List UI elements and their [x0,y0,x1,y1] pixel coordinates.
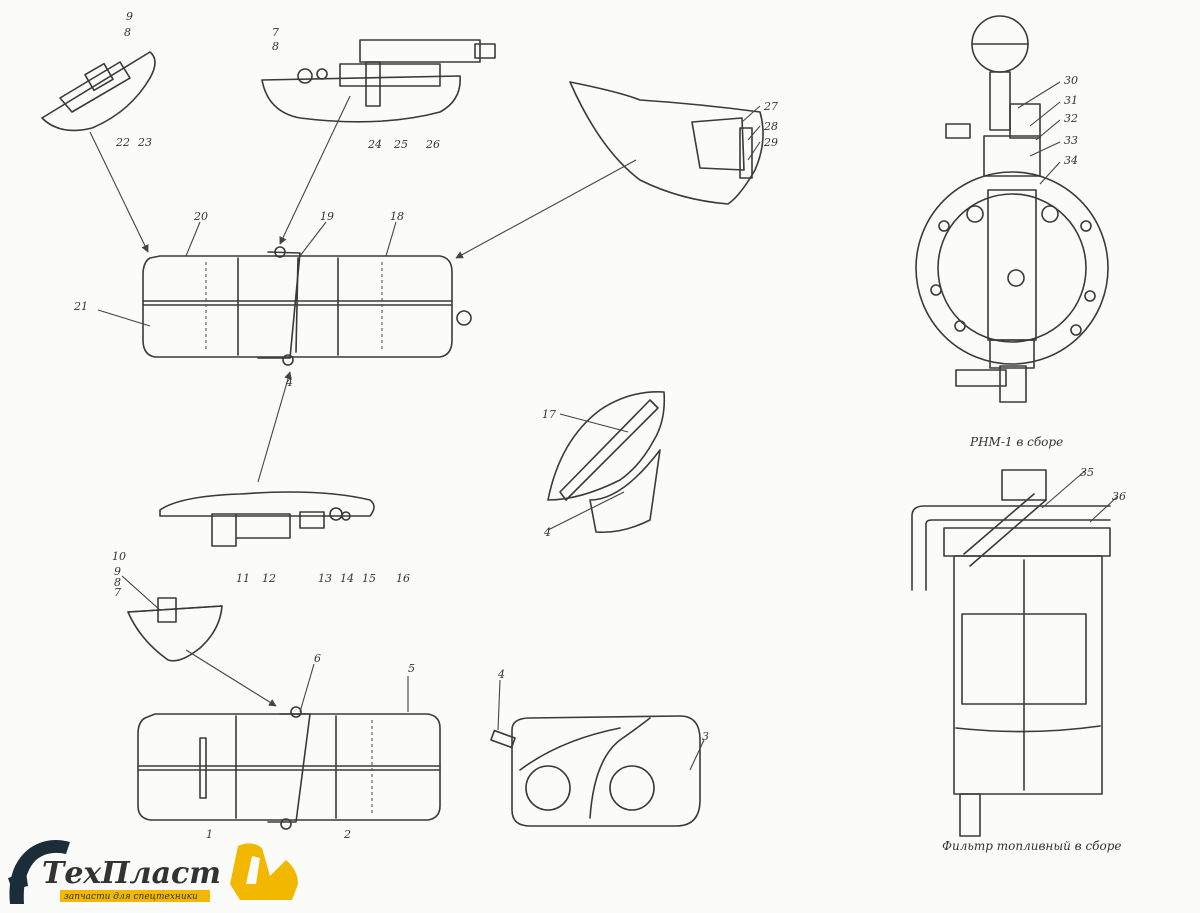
callout-31: 31 [1064,94,1078,107]
callout-12: 12 [262,572,276,585]
callout-8a: 8 [114,576,121,589]
callout-13: 13 [318,572,332,585]
callout-4b: 4 [497,668,505,681]
lower-tank [137,706,441,830]
callout-33: 33 [1064,134,1078,147]
callout-28: 28 [763,120,778,133]
caption-filter: Фильтр топливный в сборе [942,839,1122,853]
detail-17 [547,391,666,534]
side-tank [490,715,701,827]
upper-tank [142,246,472,366]
leader-lines [89,81,1119,771]
techplast-logo: ТехПласт запчасти для спецтехники [0,826,320,909]
callout-21: 21 [73,300,88,313]
callout-32: 32 [1064,112,1078,125]
callout-29: 29 [763,136,778,149]
callout-4a: 4 [543,526,551,539]
callout-34: 34 [1064,154,1078,167]
callout-27: 27 [763,100,778,113]
callout-36: 36 [1112,490,1126,503]
callout-15: 15 [362,572,376,585]
callout-24: 24 [367,138,382,151]
callout-22: 22 [115,136,130,149]
detail-top-center [261,39,496,123]
detail-top-left [41,51,156,132]
callout-20: 20 [193,210,208,223]
detail-7-10 [127,597,223,662]
detail-middle [159,491,375,547]
callout-16: 16 [396,572,410,585]
callout-23: 23 [137,136,152,149]
callout-35: 35 [1080,466,1094,479]
logo-tagline: запчасти для спецтехники [64,892,198,902]
callout-7b: 7 [272,26,279,39]
excavator-arm-icon [9,840,70,904]
callout-3: 3 [702,730,709,743]
callout-25: 25 [393,138,408,151]
callout-11: 11 [236,572,250,585]
callout-19: 19 [320,210,334,223]
pump-rnm1 [915,15,1109,403]
callout-1: 1 [206,828,213,841]
loader-bucket-icon [230,843,298,900]
callout-9b: 9 [126,10,133,23]
callout-17: 17 [542,408,556,421]
detail-top-right [569,81,764,205]
callout-6: 6 [314,652,321,665]
callout-5: 5 [408,662,415,675]
callout-18: 18 [390,210,404,223]
callout-8c: 8 [124,26,131,39]
callout-9a: 9 [114,565,121,578]
callout-8b: 8 [272,40,279,53]
callout-14: 14 [340,572,354,585]
callout-4c: 4 [285,376,293,389]
fuel-filter [911,469,1111,837]
callout-2: 2 [343,828,351,841]
callout-30: 30 [1064,74,1078,87]
callout-7a: 7 [114,586,121,599]
logo-graphic: ТехПласт запчасти для спецтехники [8,840,298,904]
callout-10: 10 [112,550,126,563]
callout-26: 26 [425,138,440,151]
callout-numbers: 1 2 3 4 4 4 5 6 7 8 9 10 7 8 9 8 11 12 1… [73,10,1126,841]
logo-brand-text: ТехПласт [42,856,221,891]
caption-pump: РНМ-1 в сборе [969,435,1063,449]
